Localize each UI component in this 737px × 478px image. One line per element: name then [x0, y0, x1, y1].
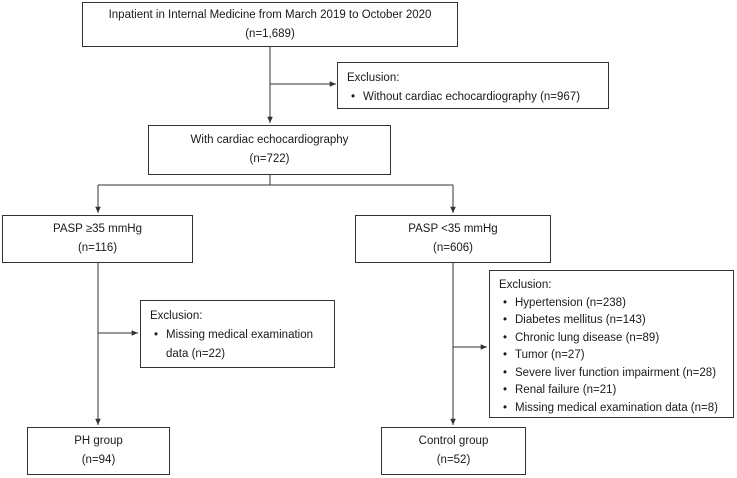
pasp-low-count: (n=606)	[433, 242, 473, 254]
exclusion-heading: Exclusion:	[150, 310, 203, 322]
exclusion-item: Diabetes mellitus (n=143)	[499, 312, 724, 330]
exclusion-item: Without cardiac echocardiography (n=967)	[347, 88, 599, 107]
pasp-low-title: PASP <35 mmHg	[408, 223, 498, 235]
ph-group-box: PH group (n=94)	[27, 427, 170, 475]
echo-count: (n=722)	[249, 153, 290, 165]
exclusion-item: Tumor (n=27)	[499, 347, 724, 365]
ph-exclusion-box: Exclusion: Missing medical examination d…	[140, 300, 335, 368]
first-exclusion-box: Exclusion: Without cardiac echocardiogra…	[337, 62, 609, 109]
ph-group-title: PH group	[74, 435, 123, 447]
pasp-low-box: PASP <35 mmHg (n=606)	[355, 215, 551, 263]
control-group-count: (n=52)	[436, 454, 471, 466]
pasp-high-count: (n=116)	[77, 242, 118, 254]
inpatients-title: Inpatient in Internal Medicine from Marc…	[108, 8, 432, 21]
echo-title: With cardiac echocardiography	[190, 134, 349, 146]
control-exclusion-box: Exclusion: Hypertension (n=238) Diabetes…	[489, 270, 734, 418]
exclusion-item: Severe liver function impairment (n=28)	[499, 365, 724, 383]
exclusion-item: Hypertension (n=238)	[499, 295, 724, 313]
inpatients-count: (n=1,689)	[245, 27, 295, 40]
exclusion-item-line: Missing medical examination	[166, 329, 314, 341]
exclusion-item: Missing medical examination data (n=8)	[499, 400, 724, 418]
exclusion-item: Chronic lung disease (n=89)	[499, 330, 724, 348]
ph-group-count: (n=94)	[81, 454, 116, 466]
inpatients-box: Inpatient in Internal Medicine from Marc…	[82, 2, 458, 47]
exclusion-list: Hypertension (n=238) Diabetes mellitus (…	[499, 295, 724, 418]
exclusion-item-line: data (n=22)	[166, 348, 226, 360]
exclusion-heading: Exclusion:	[347, 72, 400, 84]
echo-box: With cardiac echocardiography (n=722)	[148, 125, 391, 175]
pasp-high-title: PASP ≥35 mmHg	[53, 223, 142, 235]
exclusion-item: Missing medical examination data (n=22)	[150, 326, 325, 364]
control-group-title: Control group	[418, 435, 489, 447]
pasp-high-box: PASP ≥35 mmHg (n=116)	[2, 215, 193, 263]
exclusion-list: Missing medical examination data (n=22)	[150, 326, 325, 364]
exclusion-heading: Exclusion:	[499, 279, 552, 291]
exclusion-item: Renal failure (n=21)	[499, 382, 724, 400]
control-group-box: Control group (n=52)	[381, 427, 526, 475]
exclusion-list: Without cardiac echocardiography (n=967)	[347, 88, 599, 107]
